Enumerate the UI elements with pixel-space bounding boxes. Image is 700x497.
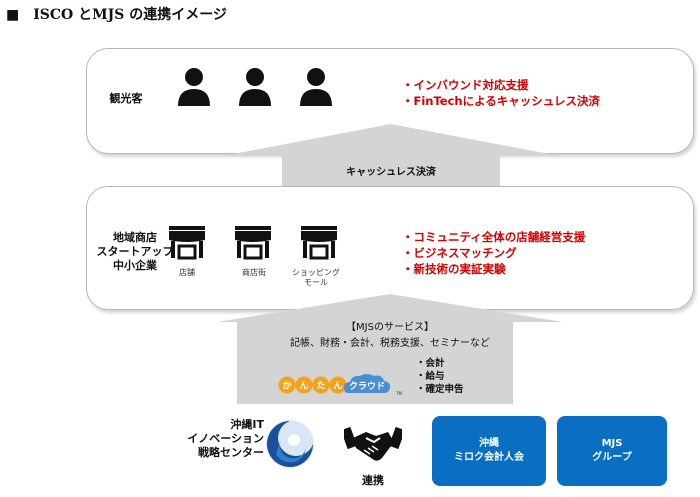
- logo-trademark: TM: [395, 391, 402, 396]
- person-icon: [300, 68, 332, 106]
- person-icon: [178, 68, 210, 106]
- business-point: ・新技術の実証実験: [402, 262, 506, 276]
- cashless-label: キャッシュレス決済: [346, 167, 436, 178]
- store-icon: [235, 226, 271, 260]
- cashless-arrow: [220, 122, 562, 198]
- service-item: ・会計: [416, 358, 445, 369]
- business-label: 地域商店 スタートアップ 中小企業: [90, 231, 180, 273]
- box-line: MJS: [601, 438, 623, 449]
- page-title: ■ ISCO とMJS の連携イメージ: [6, 7, 227, 23]
- logo-char: ん: [333, 381, 342, 392]
- services-line: 記帳、財務・会計、税務支援、セミナーなど: [290, 338, 490, 349]
- service-items: ・会計 ・給与 ・確定申告: [416, 357, 464, 396]
- logo-char: た: [316, 381, 325, 392]
- tourist-icons: [170, 66, 340, 108]
- service-item: ・給与: [416, 371, 445, 382]
- business-label-line: 中小企業: [113, 259, 157, 272]
- logo-char: か: [282, 381, 291, 392]
- shop-label-mall: ショッピング モール: [292, 268, 340, 287]
- store-icon: [169, 226, 205, 260]
- business-points: ・コミュニティ全体の店舗経営支援 ・ビジネスマッチング ・新技術の実証実験: [402, 229, 585, 277]
- services-heading: 【MJSのサービス】: [346, 322, 434, 333]
- store-icon: [301, 226, 337, 260]
- shop-icons: [165, 224, 365, 260]
- business-label-line: スタートアップ: [96, 245, 174, 258]
- business-point: ・ビジネスマッチング: [402, 246, 517, 260]
- box-line: ミロク会計人会: [454, 452, 524, 463]
- okinawa-miroku-box: 沖縄 ミロク会計人会: [432, 416, 546, 486]
- handshake-icon: [340, 424, 406, 468]
- tourist-point: ・インバウンド対応支援: [402, 78, 529, 92]
- shop-label-street: 商店街: [242, 268, 266, 277]
- tourist-label: 観光客: [109, 92, 143, 105]
- tourist-points: ・インバウンド対応支援 ・FinTechによるキャッシュレス決済: [402, 77, 600, 109]
- link-label: 連携: [362, 474, 384, 487]
- logo-word: クラウド: [349, 381, 385, 392]
- business-point: ・コミュニティ全体の店舗経営支援: [402, 230, 586, 244]
- business-label-line: 地域商店: [113, 231, 157, 244]
- shop-label-store: 店舗: [179, 268, 195, 277]
- box-line: 沖縄: [479, 438, 499, 449]
- isco-label-line: イノベーション: [187, 432, 264, 445]
- isco-logo: [264, 418, 316, 470]
- tourist-point: ・FinTechによるキャッシュレス決済: [402, 94, 601, 108]
- box-line: グループ: [592, 452, 632, 463]
- person-icon: [239, 68, 271, 106]
- logo-char: ん: [299, 381, 308, 392]
- isco-label-line: 戦略センター: [198, 446, 264, 459]
- business-panel: [86, 186, 694, 310]
- isco-label: 沖縄IT イノベーション 戦略センター: [178, 418, 264, 460]
- service-item: ・確定申告: [416, 384, 464, 395]
- isco-label-line: 沖縄IT: [230, 418, 264, 431]
- mjs-group-box: MJS グループ: [557, 416, 667, 486]
- services-arrow: [215, 292, 565, 404]
- kantan-cloud-logo: か ん た ん クラウド TM: [278, 371, 408, 399]
